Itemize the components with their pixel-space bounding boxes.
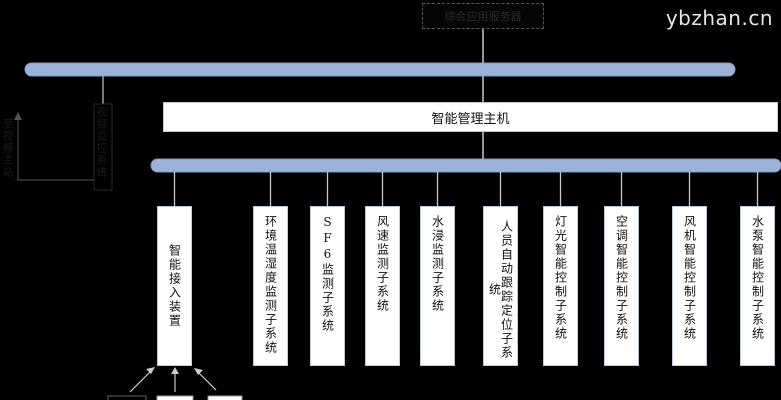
watermark-text: ybzhan.cn — [665, 6, 773, 30]
video-monitor-box — [93, 103, 113, 191]
subsystem-label: 智能接入装置 — [167, 244, 182, 328]
input-arrowhead-right — [194, 368, 203, 375]
subsystem-node: 空调智能控制子系统 — [604, 206, 639, 366]
subsystem-label: 风机智能控制子系统 — [682, 215, 697, 341]
subsystem-node: 风速监测子系统 — [365, 206, 400, 366]
video-master-label: 至视频主站 — [1, 118, 14, 178]
management-host-node: 智能管理主机 — [163, 102, 778, 132]
subsystem-node: 灯光智能控制子系统 — [543, 206, 578, 366]
top-server-label: 综合应用服务器 — [444, 10, 522, 23]
input-arrowhead-mid — [171, 367, 179, 374]
top-server-node: 综合应用服务器 — [422, 3, 544, 29]
subsystem-label: 环境温湿度监测子系统 — [263, 215, 278, 355]
video-master-arrowhead — [14, 112, 22, 120]
subsystem-label: 人员自动跟踪定位子系统 — [487, 220, 514, 360]
management-host-label: 智能管理主机 — [431, 111, 510, 127]
subsystem-label: 风速监测子系统 — [375, 215, 390, 313]
bottom-device-right — [207, 395, 243, 400]
subsystem-node: 水泵智能控制子系统 — [740, 206, 775, 366]
subsystem-label: SF6监测子系统 — [320, 215, 335, 333]
subsystem-node: 风机智能控制子系统 — [672, 206, 707, 366]
top-bus — [24, 62, 736, 77]
input-arrow-right — [196, 370, 217, 391]
subsystem-label: 空调智能控制子系统 — [614, 215, 629, 341]
subsystem-node: 智能接入装置 — [157, 206, 192, 366]
bottom-device-left — [107, 395, 147, 400]
subsystem-label: 灯光智能控制子系统 — [553, 215, 568, 341]
video-master-arrow-line — [17, 118, 94, 181]
subsystem-node: 水浸监测子系统 — [420, 206, 455, 366]
bottom-device-mid — [156, 395, 194, 400]
subsystem-label: 水泵智能控制子系统 — [750, 215, 765, 341]
video-monitor-label: 视频监控系统 — [95, 106, 108, 178]
subsystem-node: 人员自动跟踪定位子系统 — [483, 206, 518, 366]
subsystem-node: 环境温湿度监测子系统 — [253, 206, 288, 366]
lower-bus — [150, 158, 781, 173]
subsystem-label: 水浸监测子系统 — [430, 215, 445, 313]
input-arrowhead-left — [146, 367, 155, 374]
subsystem-node: SF6监测子系统 — [310, 206, 345, 366]
input-arrow-left — [129, 369, 153, 393]
